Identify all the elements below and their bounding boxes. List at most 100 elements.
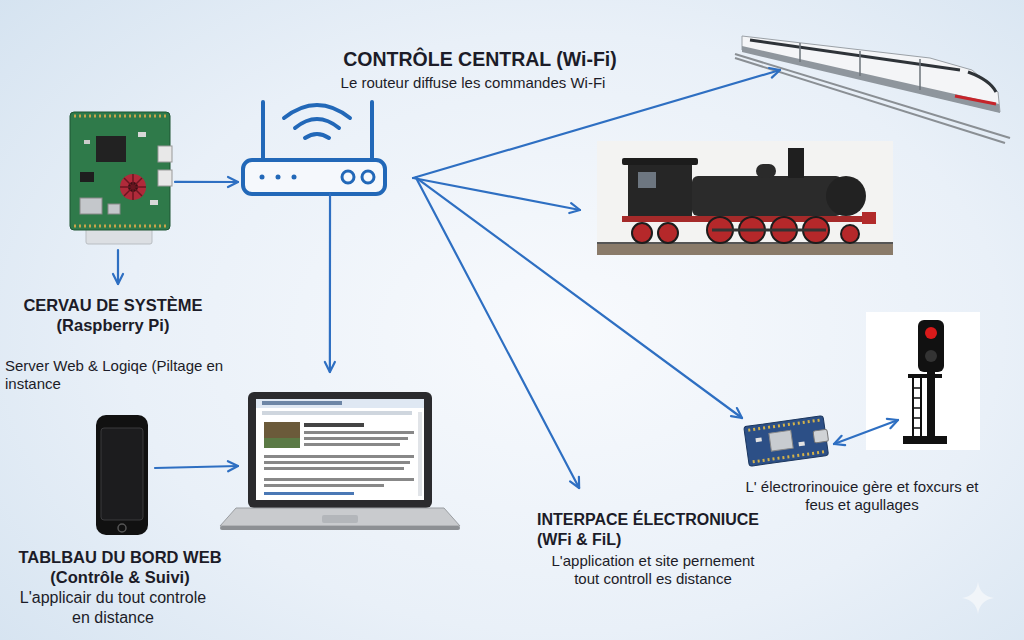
steam-locomotive	[826, 176, 866, 216]
raspberry-pi-board	[70, 112, 170, 230]
smartphone	[96, 415, 148, 535]
laptop	[304, 423, 364, 427]
microcontroller-board	[769, 430, 793, 451]
railway-signal	[866, 312, 980, 450]
smartphone	[96, 415, 148, 535]
router-icon	[295, 119, 339, 128]
tgv-train	[968, 72, 996, 92]
steam-locomotive	[788, 148, 804, 178]
node-description: Server Web & Logiqe (Piltage en instance	[5, 357, 267, 394]
node-heading: TABLBAU DU BORD WEB (Contrôle & Suivi)	[13, 547, 227, 587]
node-heading: L' électrorinouice gère et foxcurs et fe…	[737, 478, 987, 515]
steam-locomotive	[597, 141, 893, 255]
railway-signal	[927, 372, 935, 438]
router-icon	[305, 134, 329, 138]
node-description: L'application et site pernement tout con…	[537, 552, 769, 589]
node-description: Le routeur diffuse les commandes Wi-Fi	[318, 74, 628, 92]
router-icon	[292, 175, 297, 180]
tgv-train	[859, 51, 861, 76]
raspberry-pi-board	[80, 198, 102, 214]
railway-signal	[903, 436, 947, 444]
railway-signal	[913, 388, 921, 428]
layout-arrows	[834, 420, 898, 444]
railway-signal	[918, 320, 944, 372]
router-icon	[362, 171, 374, 183]
steam-locomotive	[658, 223, 678, 243]
laptop	[264, 461, 410, 464]
router-icon	[370, 102, 374, 160]
router-icon	[342, 171, 354, 183]
laptop	[262, 411, 412, 415]
node-heading: CERVAU DE SYSTÈME (Raspberry Pi)	[13, 295, 213, 335]
connector-arrow	[329, 194, 331, 372]
raspberry-pi-node: CERVAU DE SYSTÈME (Raspberry Pi)Server W…	[65, 108, 175, 240]
tgv-train	[742, 36, 1000, 112]
laptop	[264, 478, 414, 481]
raspberry-pi-board	[74, 225, 166, 228]
router-icon	[260, 175, 265, 180]
raspberry-pi-board	[80, 172, 94, 182]
steam-locomotive	[638, 172, 656, 188]
laptop	[304, 443, 400, 446]
steam-locomotive	[628, 162, 692, 220]
steam-locomotive	[632, 223, 652, 243]
connector-arrow	[416, 178, 742, 418]
layout-arrows	[155, 466, 238, 468]
raspberry-pi-board	[108, 204, 120, 214]
router-icon	[243, 102, 385, 194]
steam-locomotive	[597, 141, 893, 255]
laptop	[264, 438, 300, 448]
node-heading: INTERPACE ÉLECTRONIUCE (WFi & FiL)	[537, 510, 773, 549]
laptop	[256, 399, 424, 408]
laptop	[262, 401, 342, 405]
microcontroller-board	[744, 416, 829, 467]
microcontroller-board	[798, 441, 804, 446]
railway-signal	[908, 374, 942, 378]
laptop	[220, 392, 460, 530]
laptop	[256, 399, 424, 500]
layout-arrows	[413, 178, 580, 210]
laptop	[220, 508, 460, 526]
laptop	[248, 392, 432, 508]
raspberry-pi-board	[70, 112, 172, 244]
layout-arrows	[117, 250, 119, 284]
raspberry-pi-board	[96, 136, 126, 162]
laptop	[220, 526, 460, 530]
laptop	[264, 492, 354, 495]
tgv-train	[735, 36, 1010, 143]
router-icon	[261, 102, 265, 160]
raspberry-pi-board	[158, 146, 172, 162]
steam-locomotive	[841, 225, 859, 243]
tgv-train	[750, 40, 960, 70]
connector-arrow	[175, 181, 238, 183]
raspberry-pi-board	[120, 174, 146, 200]
router-icon	[284, 105, 350, 118]
railway-signal	[866, 312, 980, 450]
microcontroller-board	[755, 437, 761, 442]
raspberry-pi-board	[158, 170, 172, 186]
steam-locomotive	[862, 212, 876, 224]
steam-locomotive	[622, 158, 698, 165]
microcontroller-board	[753, 452, 824, 462]
steam-locomotive	[632, 217, 859, 243]
node-description: L'applicair du tout controle en distance	[14, 588, 212, 627]
smartphone	[118, 524, 126, 532]
tgv-train	[955, 96, 996, 104]
raspberry-pi-board	[138, 132, 146, 137]
watermark-star	[962, 582, 994, 614]
laptop	[264, 455, 414, 458]
laptop	[304, 431, 414, 434]
microcontroller-board	[748, 420, 819, 430]
steam-locomotive	[756, 164, 776, 178]
microcontroller-board	[813, 429, 829, 443]
tgv-train	[919, 59, 921, 90]
laptop	[264, 484, 384, 487]
dashboard-node: TABLBAU DU BORD WEB (Contrôle & Suivi)L'…	[15, 372, 470, 630]
raspberry-pi-board	[84, 140, 90, 144]
router-icon	[276, 175, 281, 180]
interface-node: INTERPACE ÉLECTRONIUCE (WFi & FiL)L'appl…	[535, 488, 771, 588]
laptop	[418, 412, 422, 496]
microcontroller-board	[744, 415, 831, 466]
connector-arrow	[416, 178, 579, 488]
